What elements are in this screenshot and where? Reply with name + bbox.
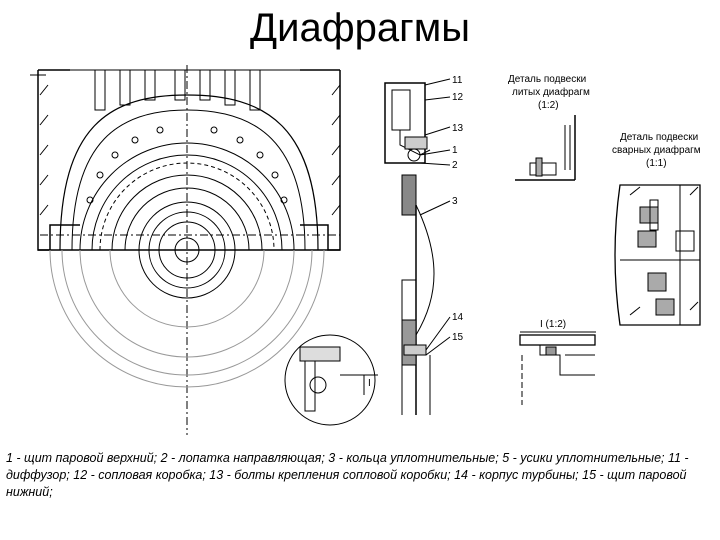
diaphragm-vertical-section (384, 78, 451, 415)
callout-11: 11 (452, 75, 463, 86)
callout-12: 12 (452, 92, 464, 103)
diaphragm-drawing: 11 12 13 1 2 3 14 15 Деталь подвески лит… (30, 65, 701, 435)
callout-3: 3 (452, 196, 458, 207)
callout-2: 2 (452, 160, 458, 171)
callout-13: 13 (452, 123, 464, 134)
callout-14: 14 (452, 312, 464, 323)
callout-15: 15 (452, 332, 464, 343)
detail-welded-line2: сварных диафрагм (612, 144, 701, 156)
detail-welded-diaphragms (614, 184, 701, 326)
page-title: Диафрагмы (250, 6, 470, 50)
detail-cast-scale: (1:2) (538, 100, 559, 111)
detail-cast-line1: Деталь подвески (508, 74, 586, 85)
detail-i-label: I (1:2) (540, 319, 566, 330)
detail-i-circle (284, 334, 378, 426)
marker-i: I (368, 378, 371, 389)
callout-1: 1 (452, 145, 458, 156)
detail-welded-line1: Деталь подвески (620, 132, 698, 143)
figure-caption: 1 - щит паровой верхний; 2 - лопатка нап… (6, 451, 689, 499)
detail-cast-line2: литых диафрагм (512, 86, 590, 98)
turbine-cross-section (30, 65, 341, 435)
detail-i-view (519, 331, 596, 405)
detail-cast-diaphragms (515, 115, 576, 181)
detail-welded-scale: (1:1) (646, 158, 667, 169)
